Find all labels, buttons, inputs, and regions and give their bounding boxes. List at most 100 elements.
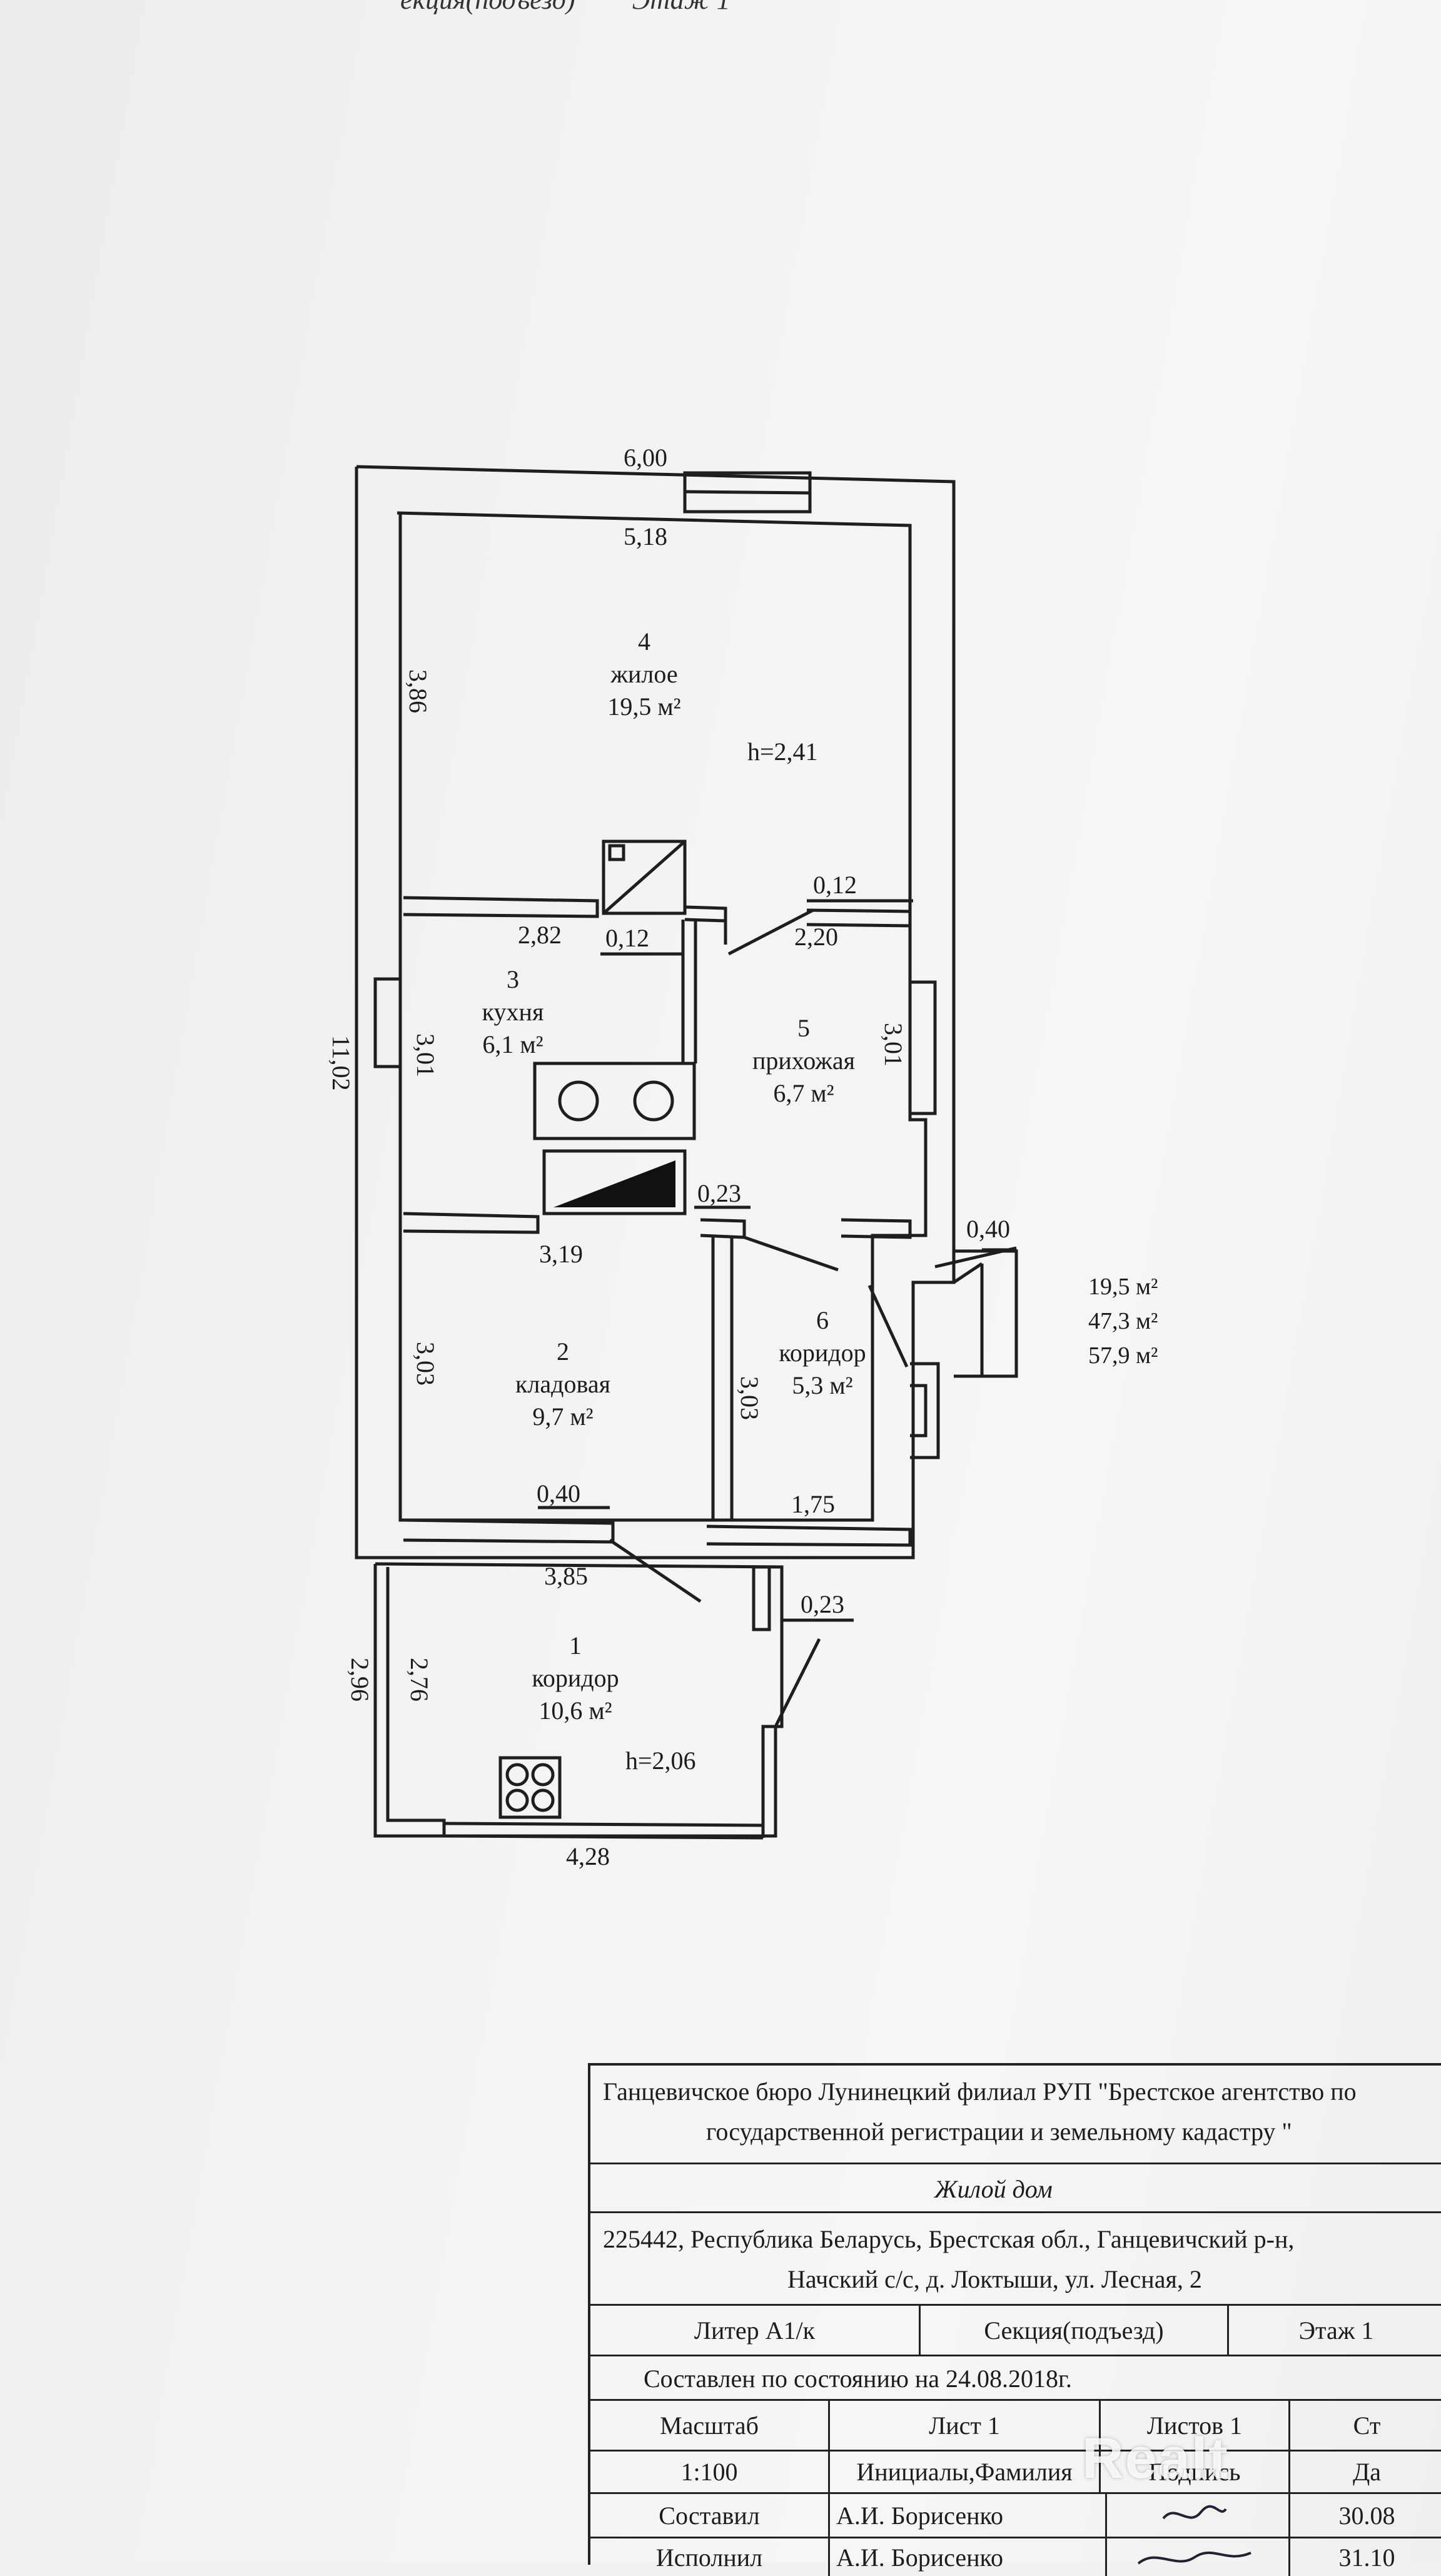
- tb-header-row: Масштаб Лист 1 Листов 1 Ст: [590, 2401, 1441, 2452]
- dim-room5-side: 3,01: [879, 1023, 908, 1067]
- tb-compiled-row: Составил А.И. Борисенко 30.08: [590, 2494, 1441, 2538]
- tb-org-row: Ганцевичское бюро Лунинецкий филиал РУП …: [590, 2066, 1441, 2164]
- tb-object: Жилой дом: [934, 2175, 1053, 2203]
- stove-cooktop: [533, 1062, 696, 1140]
- tb-checked: Исполнил: [590, 2538, 830, 2576]
- tb-h-st: Ст: [1353, 2411, 1381, 2440]
- stove-oven: [542, 1149, 687, 1215]
- dim-3-19: 3,19: [539, 1240, 583, 1268]
- tb-section: Секция(подъезд): [921, 2306, 1229, 2355]
- room-area: 19,5 м²: [607, 692, 681, 721]
- room-number: 2: [556, 1337, 569, 1366]
- cut-section: екция(подъезд): [400, 0, 575, 15]
- dim-1-75: 1,75: [791, 1490, 835, 1518]
- dim-room3-side: 3,01: [412, 1033, 440, 1077]
- room-area: 5,3 м²: [792, 1371, 853, 1399]
- dim-outer-width: 6,00: [624, 444, 667, 472]
- tb-compiled: Составил: [590, 2494, 830, 2537]
- room-name: кладовая: [515, 1370, 611, 1398]
- chimney: [602, 839, 687, 915]
- tb-address-line1: 225442, Республика Беларусь, Брестская о…: [603, 2225, 1295, 2253]
- living-area: 19,5 м²: [1088, 1274, 1158, 1300]
- room-area: 9,7 м²: [532, 1402, 594, 1431]
- height-porch: h=2,06: [625, 1747, 696, 1775]
- dim-outer-length: 11,02: [327, 1035, 355, 1091]
- tb-status-row: Составлен по состоянию на 24.08.2018г.: [590, 2356, 1441, 2401]
- dim-2-20: 2,20: [794, 923, 838, 951]
- tb-checked-date: 31.10: [1338, 2543, 1395, 2572]
- tb-object-row: Жилой дом: [590, 2164, 1441, 2213]
- dim-0-12b: 0,12: [813, 871, 857, 899]
- entry-step: [954, 1249, 1018, 1378]
- tb-h-sheets: Листов 1: [1101, 2401, 1290, 2450]
- room-4-label: 4 жилое 19,5 м²: [607, 626, 680, 723]
- dim-0-23b: 0,23: [801, 1590, 844, 1618]
- tb-checked-row: Исполнил А.И. Борисенко 31.10: [590, 2538, 1441, 2576]
- title-block: Ганцевичское бюро Лунинецкий филиал РУП …: [588, 2063, 1441, 2576]
- dim-0-40b: 0,40: [537, 1479, 580, 1508]
- room-area: 6,7 м²: [773, 1079, 834, 1107]
- dim-porch-width: 4,28: [566, 1842, 610, 1870]
- tb-scale-row: 1:100 Инициалы,Фамилия Подпись Да: [590, 2452, 1441, 2494]
- dim-inner-width: 5,18: [624, 522, 667, 550]
- tb-compiled-name: А.И. Борисенко: [830, 2494, 1107, 2537]
- tb-address-row: 225442, Республика Беларусь, Брестская о…: [590, 2213, 1441, 2306]
- tb-address-line2: Начский с/с, д. Локтыши, ул. Лесная, 2: [787, 2265, 1202, 2293]
- tb-floor: Этаж 1: [1298, 2316, 1374, 2345]
- dim-0-23a: 0,23: [697, 1179, 741, 1207]
- tb-checked-signature: [1101, 2538, 1290, 2576]
- room-name: коридор: [532, 1664, 619, 1692]
- room-name: коридор: [779, 1339, 866, 1367]
- room-name: прихожая: [752, 1047, 856, 1075]
- watermark-logo: Realt: [1082, 2426, 1229, 2490]
- tb-h-scale: Масштаб: [590, 2401, 830, 2450]
- tb-liter: Литер А1/к: [590, 2306, 921, 2355]
- room-area: 10,6 м²: [538, 1696, 612, 1725]
- tb-date-header: Да: [1352, 2458, 1382, 2486]
- area-summary: 19,5 м² 47,3 м² 57,9 м²: [1088, 1270, 1158, 1373]
- tb-liter-row: Литер А1/к Секция(подъезд) Этаж 1: [590, 2306, 1441, 2356]
- dim-0-40a: 0,40: [966, 1215, 1010, 1243]
- tb-compiled-signature: [1101, 2494, 1290, 2537]
- hob: [498, 1756, 562, 1819]
- dim-porch-inner: 2,76: [405, 1658, 433, 1701]
- tb-org-line1: Ганцевичское бюро Лунинецкий филиал РУП …: [603, 2077, 1357, 2106]
- room-number: 5: [797, 1014, 810, 1042]
- signature-mark: [1162, 2505, 1227, 2520]
- dim-2-82: 2,82: [518, 921, 562, 949]
- tb-h-sheet: Лист 1: [830, 2401, 1101, 2450]
- dim-room4-side: 3,86: [404, 669, 432, 713]
- room-name: кухня: [482, 998, 544, 1026]
- total-area: 57,9 м²: [1088, 1342, 1158, 1369]
- dim-porch-outer: 2,96: [346, 1658, 374, 1701]
- room-area: 6,1 м²: [482, 1030, 544, 1058]
- room-number: 1: [569, 1631, 582, 1660]
- oven-door: [554, 1160, 675, 1207]
- room-name: жилое: [610, 660, 678, 688]
- outer-wall: [355, 465, 956, 1559]
- dim-room6-side: 3,03: [736, 1376, 764, 1420]
- tb-compiled-date: 30.08: [1338, 2501, 1395, 2530]
- tb-scale: 1:100: [590, 2452, 830, 2492]
- room-5-label: 5 прихожая 6,7 м²: [752, 1012, 855, 1110]
- room-number: 4: [638, 627, 650, 656]
- useful-area: 47,3 м²: [1088, 1308, 1158, 1335]
- porch-post: [752, 1565, 771, 1631]
- cut-header: екция(подъезд) Этаж 1: [400, 0, 781, 16]
- cut-floor: Этаж 1: [632, 0, 731, 15]
- height-main: h=2,41: [747, 738, 818, 766]
- tb-org-line2: государственной регистрации и земельному…: [706, 2117, 1292, 2146]
- signature-mark: [1137, 2551, 1251, 2565]
- tb-signature: Подпись: [1101, 2452, 1290, 2492]
- room-3-label: 3 кухня 6,1 м²: [482, 963, 544, 1061]
- inner-wall-outline: [397, 511, 928, 1522]
- room-1-label: 1 коридор 10,6 м²: [532, 1630, 619, 1727]
- dim-3-85: 3,85: [544, 1562, 588, 1590]
- dim-0-12a: 0,12: [605, 924, 649, 952]
- room-number: 3: [506, 965, 519, 993]
- tb-status: Составлен по состоянию на 24.08.2018г.: [644, 2365, 1072, 2393]
- room-6-label: 6 коридор 5,3 м²: [779, 1304, 866, 1402]
- room-number: 6: [816, 1306, 829, 1334]
